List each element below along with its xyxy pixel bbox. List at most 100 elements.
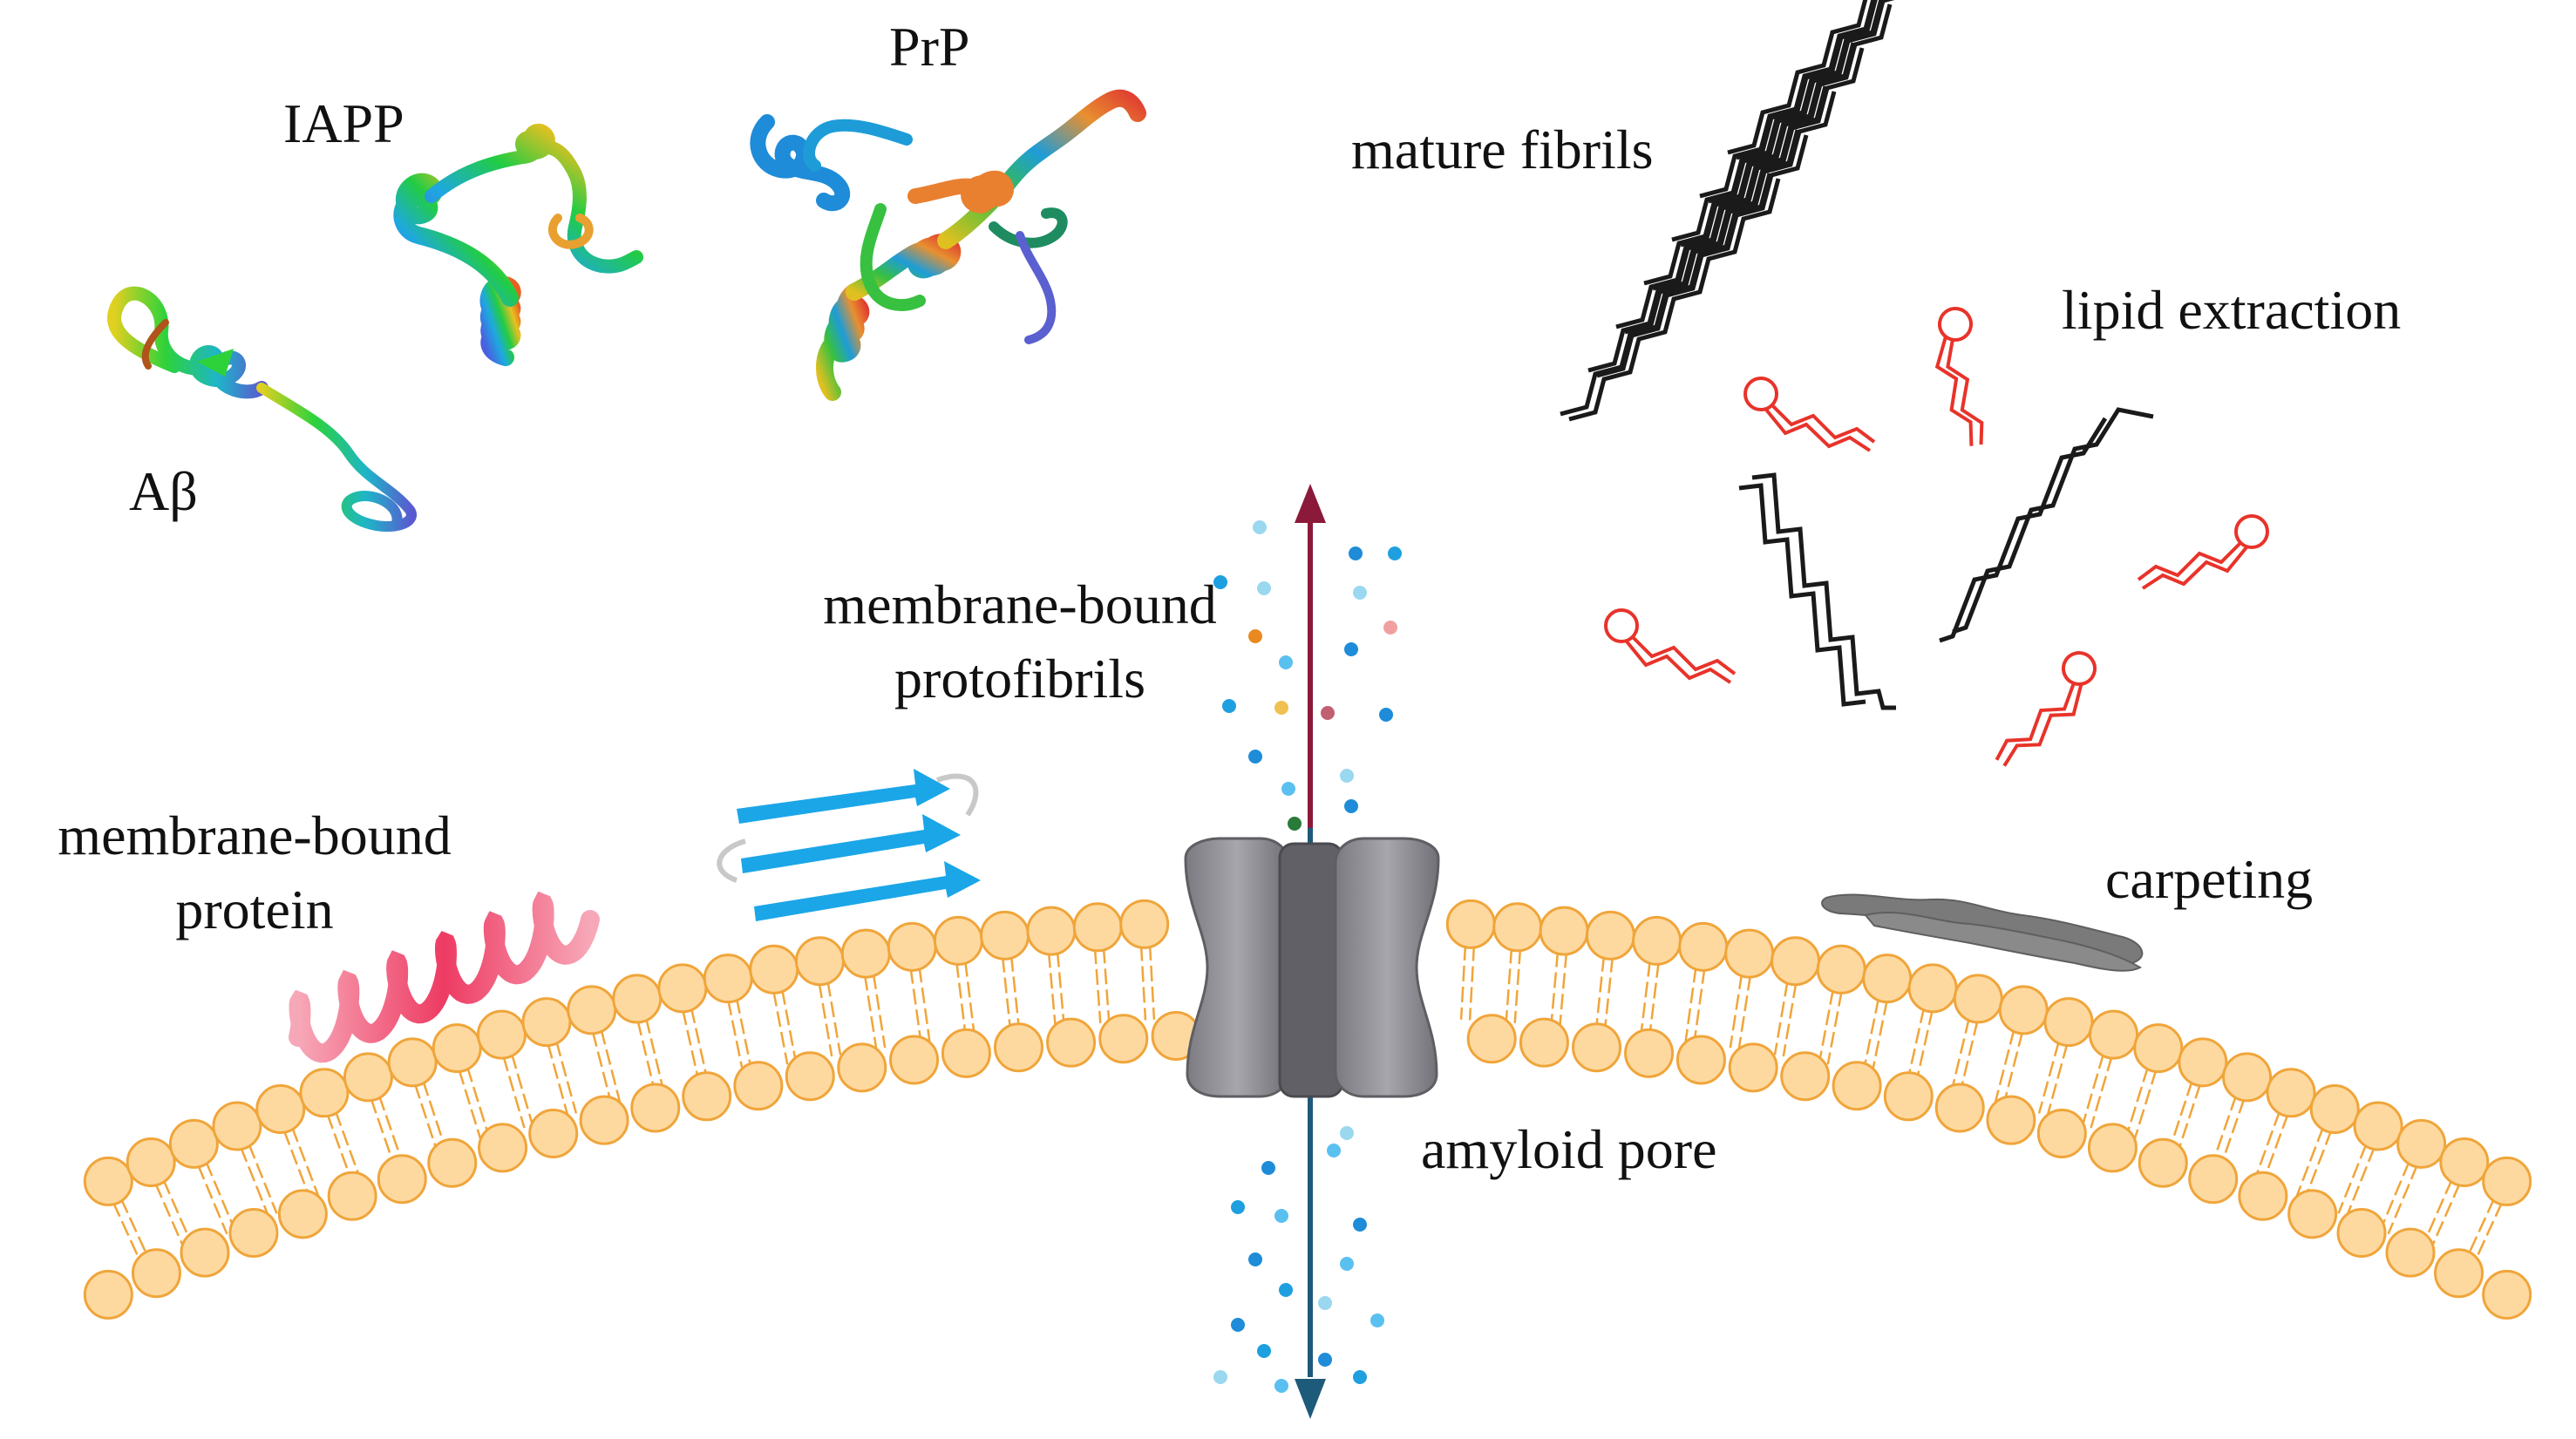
lipid-head: [2266, 1068, 2316, 1118]
abeta-ribbon-icon: [107, 286, 417, 533]
lipid-tail: [505, 1033, 534, 1126]
lipid-head: [993, 1022, 1043, 1073]
lipid-head: [2385, 1227, 2436, 1278]
lipid-head: [703, 954, 753, 1004]
lipid-tail: [999, 935, 1012, 1032]
lipid-tail: [1559, 931, 1570, 1028]
lipid-head: [2234, 514, 2269, 549]
lipid-tail: [1782, 961, 1801, 1057]
lipid-tail: [240, 1123, 278, 1214]
lipid-tail: [540, 1022, 569, 1117]
lipid-head: [1771, 936, 1821, 987]
ion-particle: [1279, 1283, 1293, 1297]
label-lipid-extraction: lipid extraction: [2062, 279, 2401, 341]
ion-particle: [1340, 769, 1354, 783]
lipid-head: [837, 1042, 887, 1093]
lipid-tail: [146, 1163, 187, 1252]
carpeting-aggregate-icon: [1821, 893, 2144, 972]
lipid-head: [1675, 1035, 1726, 1085]
extracted-lipid: [1604, 608, 1737, 684]
lipid-head: [432, 1023, 482, 1074]
label-protein-line1: membrane-bound: [58, 804, 451, 866]
lipid-tail: [2090, 1035, 2119, 1129]
lipid-head: [794, 936, 845, 987]
lipid-head: [887, 921, 937, 972]
lipid-head: [1780, 1051, 1831, 1102]
lipid-tail: [768, 969, 789, 1065]
lipid-tail: [1513, 927, 1523, 1023]
lipid-head: [2287, 1189, 2338, 1239]
lipid-head: [1938, 307, 1973, 342]
fibril-strand: [1708, 0, 1895, 204]
lipid-tail: [685, 987, 709, 1082]
lipid-head: [2062, 651, 2097, 686]
lipid-tail: [2462, 1178, 2505, 1267]
lipid-tail: [731, 977, 753, 1072]
lipid-tail: [1008, 934, 1021, 1031]
lipid-tail: [415, 1060, 448, 1153]
lipid-tail: [1625, 640, 1732, 684]
fibril-strand: [1680, 3, 1893, 248]
lipid-head: [2396, 1118, 2447, 1169]
ion-particle: [1279, 655, 1293, 669]
arrow-down-head-icon: [1295, 1379, 1326, 1419]
label-prp: PrP: [889, 16, 970, 78]
ion-particle: [1318, 1353, 1332, 1367]
lipid-tail: [2210, 1075, 2245, 1167]
lipid-tail: [1505, 927, 1515, 1023]
lipid-tail: [452, 1049, 483, 1142]
lipid-head: [387, 1037, 438, 1088]
label-protofibrils-line1: membrane-bound: [823, 574, 1216, 635]
ion-particle: [1383, 621, 1397, 635]
lipid-head: [1883, 1071, 1934, 1122]
lipid-tail: [327, 1090, 363, 1182]
lipid-head: [2238, 1171, 2288, 1221]
lipid-head: [521, 997, 572, 1048]
lipid-head: [2434, 1248, 2484, 1299]
lipid-head: [612, 974, 663, 1024]
lipid-tail: [188, 1144, 228, 1235]
lipid-tail: [2345, 1127, 2383, 1218]
lipid-tail: [1826, 969, 1847, 1065]
lipid-head: [785, 1051, 835, 1102]
lipid-tail: [915, 946, 931, 1042]
lipid-tail: [2132, 1049, 2164, 1142]
ion-particle: [1231, 1200, 1245, 1214]
lipid-tail: [2303, 1110, 2341, 1201]
lipid-tail: [869, 953, 887, 1049]
lipid-head: [1953, 974, 2003, 1024]
lipid-head: [478, 1123, 528, 1173]
lipid-tail: [2387, 1144, 2427, 1235]
lipid-head: [1632, 915, 1682, 966]
lipid-head: [1728, 1042, 1778, 1093]
label-carpeting: carpeting: [2105, 848, 2313, 910]
lipid-head: [889, 1035, 940, 1085]
lipid-tail: [2137, 540, 2243, 581]
lipid-tail: [2002, 684, 2083, 767]
lipid-tail: [196, 1141, 236, 1232]
lipid-tail: [1737, 954, 1755, 1049]
lipid-head: [933, 915, 983, 966]
ion-particle: [1353, 1370, 1367, 1384]
lipid-head: [1072, 902, 1123, 953]
lipid-tail: [1764, 408, 1872, 452]
lipid-bilayer-icon: [83, 899, 2532, 1320]
label-protofibrils-line2: protofibrils: [894, 648, 1145, 709]
lipid-head: [2178, 1037, 2228, 1088]
lipid-head: [630, 1083, 681, 1133]
fibril-strand: [1596, 134, 1809, 378]
lipid-tail: [2046, 1022, 2075, 1117]
lipid-heads: [83, 899, 2532, 1320]
lipid-head: [1678, 921, 1729, 972]
lipid-head: [1743, 377, 1778, 411]
lipid-tail: [1045, 931, 1057, 1028]
lipid-head: [2482, 1156, 2532, 1206]
lipid-tail: [631, 999, 656, 1094]
lipid-head: [733, 1061, 784, 1111]
lipid-head: [528, 1108, 579, 1158]
lipid-tail: [1684, 946, 1700, 1042]
ion-particle: [1274, 1209, 1288, 1223]
mature-fibrils-icon: [1560, 0, 1895, 422]
lipid-head: [2353, 1101, 2403, 1151]
